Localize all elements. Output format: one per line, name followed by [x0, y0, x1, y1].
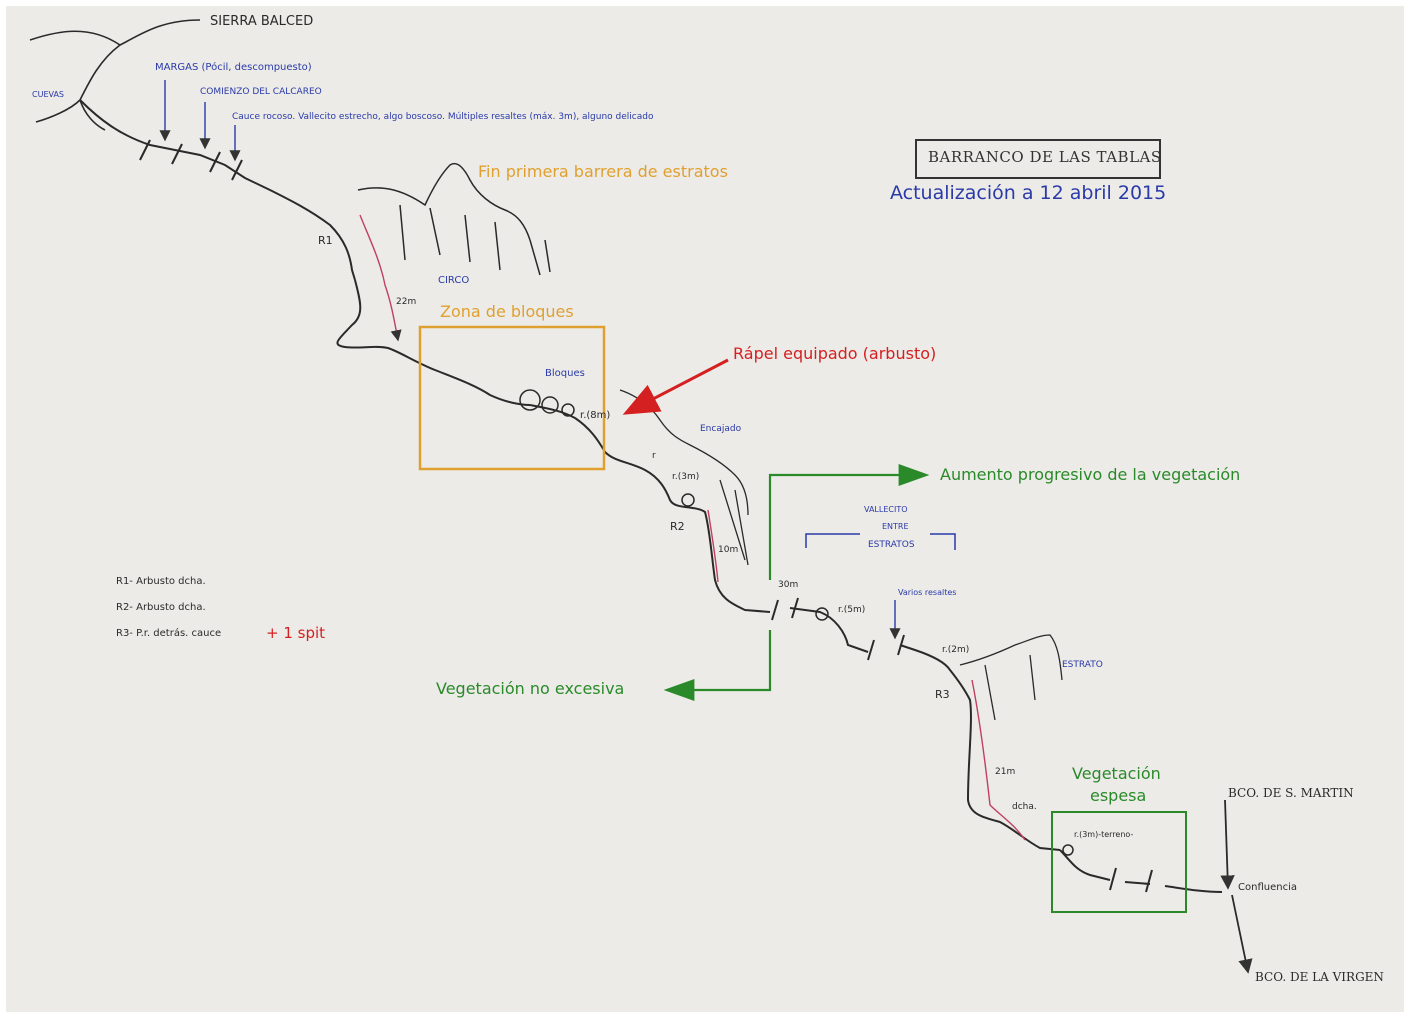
- m21-label: 21m: [995, 767, 1016, 777]
- vallecito-label-2: ENTRE: [882, 522, 909, 531]
- break-marks: [139, 139, 1153, 893]
- circo-label: CIRCO: [438, 275, 470, 286]
- zona-bloques-box: [418, 325, 606, 471]
- legend-spit: + 1 spit: [266, 624, 326, 642]
- confluencia-label: Confluencia: [1238, 882, 1297, 893]
- circo-cliffs: [357, 163, 551, 276]
- aumento-label: Aumento progresivo de la vegetación: [940, 465, 1241, 484]
- vegetacion-espesa-box: [1051, 811, 1187, 913]
- update-text: Actualización a 12 abril 2015: [890, 182, 1167, 204]
- vallecito-bracket: [805, 533, 956, 550]
- veg-no-excesiva-label: Vegetación no excesiva: [436, 679, 625, 698]
- bco-virgen-label: BCO. DE LA VIRGEN: [1255, 970, 1384, 984]
- r1-label: R1: [318, 234, 333, 247]
- cuevas-label: CUEVAS: [32, 90, 65, 99]
- zona-bloques-label: Zona de bloques: [440, 302, 574, 321]
- sierra-label: SIERRA BALCED: [210, 14, 314, 29]
- r3-label: R3: [935, 688, 950, 701]
- vegetation-brackets: [663, 464, 930, 701]
- r3m-terreno-label: r.(3m)-terreno-: [1074, 830, 1134, 839]
- estrato-label: ESTRATO: [1062, 660, 1103, 670]
- encajado-label: Encajado: [700, 424, 742, 434]
- veg-espesa-label-2: espesa: [1090, 786, 1147, 805]
- m22-label: 22m: [396, 297, 417, 307]
- legend-line-3: R3- P.r. detrás. cauce: [116, 628, 222, 639]
- r2-label: R2: [670, 520, 685, 533]
- ridge-lines: [29, 19, 201, 131]
- r3m-label: r.(3m): [672, 472, 700, 482]
- boulders: [519, 389, 1074, 856]
- canyon-path: [79, 99, 1223, 893]
- r8-label: r.(8m): [580, 410, 611, 421]
- confluence-lines: [1220, 799, 1253, 974]
- varios-label: Varios resaltes: [898, 588, 957, 597]
- r-label: r: [652, 451, 656, 461]
- title-box-frame: [915, 139, 1161, 179]
- margas-arrows: [159, 80, 241, 162]
- bco-martin-label: BCO. DE S. MARTIN: [1228, 786, 1354, 800]
- vallecito-label-3: ESTRATOS: [868, 540, 915, 550]
- legend-line-2: R2- Arbusto dcha.: [116, 602, 206, 613]
- margas-label: MARGAS (Pócil, descompuesto): [155, 62, 312, 73]
- r5m-label: r.(5m): [838, 605, 866, 615]
- title-text: BARRANCO DE LAS TABLAS: [928, 148, 1162, 166]
- fin-barrera-label: Fin primera barrera de estratos: [478, 162, 728, 181]
- legend-line-1: R1- Arbusto dcha.: [116, 576, 206, 587]
- bloques-label: Bloques: [545, 368, 585, 379]
- m30-label: 30m: [778, 580, 799, 590]
- rapel-label: Rápel equipado (arbusto): [733, 344, 937, 363]
- r2m-label: r.(2m): [942, 645, 970, 655]
- rapel-arrow: [622, 358, 729, 415]
- rappel-lines: [359, 214, 1026, 841]
- dcha-label: dcha.: [1012, 802, 1037, 812]
- comienzo-label: COMIENZO DEL CALCAREO: [200, 87, 322, 97]
- cauce-label: Cauce rocoso. Vallecito estrecho, algo b…: [232, 112, 654, 122]
- veg-espesa-label-1: Vegetación: [1072, 764, 1161, 783]
- estrato-cliffs: [959, 634, 1063, 721]
- m10-label: 10m: [718, 545, 739, 555]
- vallecito-label-1: VALLECITO: [864, 505, 908, 514]
